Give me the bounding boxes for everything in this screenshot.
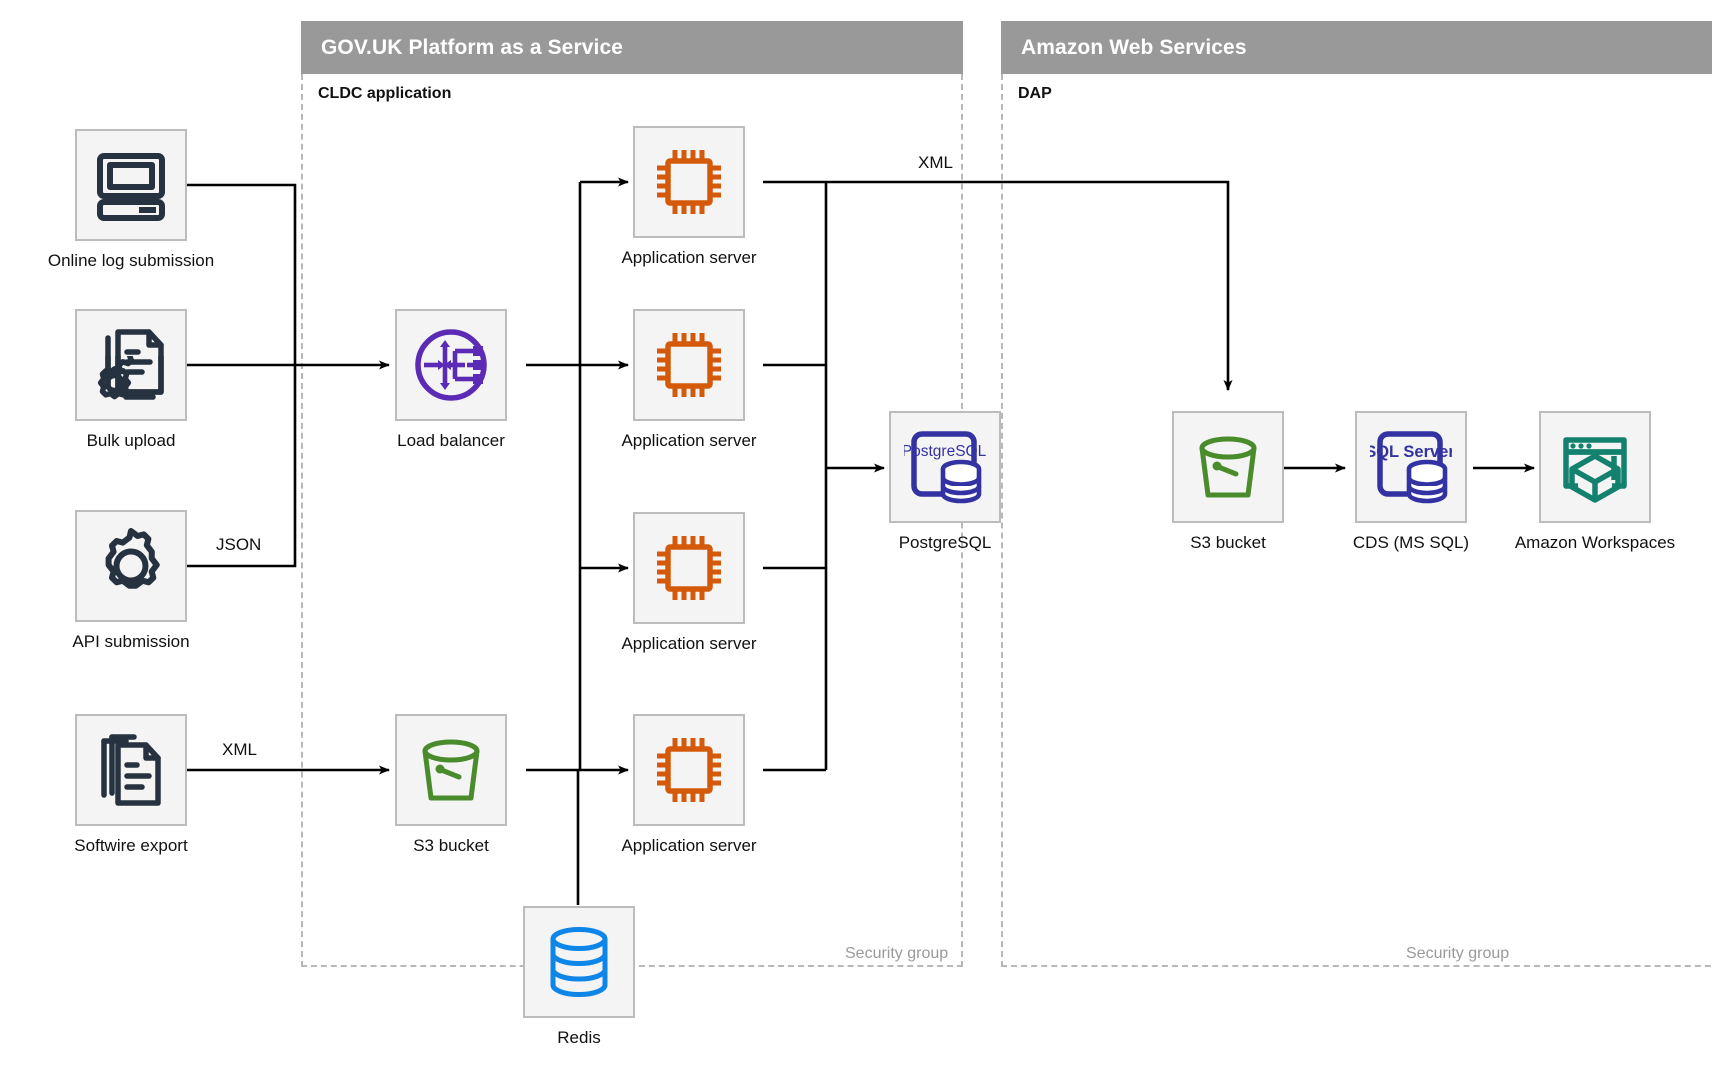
node-amazon-workspaces[interactable]: Amazon Workspaces xyxy=(1515,411,1675,552)
node-redis[interactable]: Redis xyxy=(523,906,635,1047)
node-icon-frame xyxy=(75,510,187,622)
node-icon-frame xyxy=(1539,411,1651,523)
amazon-workspaces-icon xyxy=(1563,437,1627,503)
node-icon-frame xyxy=(523,906,635,1018)
node-icon-frame xyxy=(75,129,187,241)
s3-bucket-icon xyxy=(422,739,480,801)
cpu-chip-icon xyxy=(657,150,721,214)
node-icon-frame xyxy=(633,714,745,826)
node-application-server-2[interactable]: Application server xyxy=(621,309,757,450)
zone-body-aws xyxy=(1001,74,1712,967)
redis-database-icon xyxy=(550,927,608,997)
node-label: Amazon Workspaces xyxy=(1514,533,1676,552)
node-postgresql[interactable]: PostgreSQL PostgreSQL xyxy=(889,411,1001,552)
node-icon-frame xyxy=(75,309,187,421)
node-load-balancer[interactable]: Load balancer xyxy=(395,309,507,450)
edge-label-json: JSON xyxy=(216,535,262,554)
s3-bucket-icon xyxy=(1199,436,1257,498)
node-label: Load balancer xyxy=(397,431,505,450)
load-balancer-icon xyxy=(415,329,487,401)
node-application-server-1[interactable]: Application server xyxy=(621,126,757,267)
node-label: Application server xyxy=(621,248,757,267)
node-s3-bucket-aws[interactable]: S3 bucket xyxy=(1172,411,1284,552)
document-gear-icon xyxy=(92,326,170,400)
security-group-label-aws: Security group xyxy=(1406,945,1510,962)
zone-title-paas: GOV.UK Platform as a Service xyxy=(321,35,623,59)
zone-header-aws: Amazon Web Services xyxy=(1001,21,1712,74)
node-label: API submission xyxy=(72,632,190,651)
cpu-chip-icon xyxy=(657,738,721,802)
cpu-chip-icon xyxy=(657,536,721,600)
documents-stack-icon xyxy=(101,734,161,806)
node-icon-frame: PostgreSQL xyxy=(889,411,1001,523)
zone-header-paas: GOV.UK Platform as a Service xyxy=(301,21,963,74)
node-icon-frame xyxy=(395,714,507,826)
node-icon-frame xyxy=(1172,411,1284,523)
edge-label-xml-softwire: XML xyxy=(222,740,257,759)
node-icon-frame xyxy=(75,714,187,826)
node-icon-frame xyxy=(395,309,507,421)
node-label: CDS (MS SQL) xyxy=(1352,533,1470,552)
sub-label-dap: DAP xyxy=(1018,85,1052,102)
zone-body-paas xyxy=(301,74,963,967)
node-label: Online log submission xyxy=(47,251,215,270)
node-label: PostgreSQL xyxy=(898,533,992,552)
svg-text:PostgreSQL: PostgreSQL xyxy=(904,443,986,460)
node-softwire-export[interactable]: Softwire export xyxy=(74,714,188,855)
security-group-label-paas: Security group xyxy=(845,945,949,962)
node-label: Softwire export xyxy=(74,836,188,855)
sub-label-cldc: CLDC application xyxy=(318,85,452,102)
node-label: S3 bucket xyxy=(413,836,489,855)
desktop-computer-icon xyxy=(97,153,165,221)
edge-label-xml-to-aws: XML xyxy=(918,153,953,172)
node-icon-frame: SQL Server xyxy=(1355,411,1467,523)
node-application-server-3[interactable]: Application server xyxy=(621,512,757,653)
node-application-server-4[interactable]: Application server xyxy=(621,714,757,855)
node-bulk-upload[interactable]: Bulk upload xyxy=(75,309,187,450)
node-label: Redis xyxy=(557,1028,601,1047)
postgresql-icon: PostgreSQL xyxy=(904,431,986,504)
sql-server-icon: SQL Server xyxy=(1370,431,1452,504)
zone-title-aws: Amazon Web Services xyxy=(1021,35,1247,59)
node-label: Application server xyxy=(621,634,757,653)
node-label: S3 bucket xyxy=(1190,533,1266,552)
gear-icon xyxy=(105,528,160,589)
svg-text:SQL Server: SQL Server xyxy=(1370,443,1452,461)
node-label: Bulk upload xyxy=(86,431,176,450)
node-s3-bucket-paas[interactable]: S3 bucket xyxy=(395,714,507,855)
node-label: Application server xyxy=(621,836,757,855)
node-icon-frame xyxy=(633,512,745,624)
cpu-chip-icon xyxy=(657,333,721,397)
node-api-submission[interactable]: API submission xyxy=(72,510,190,651)
node-online-log-submission[interactable]: Online log submission xyxy=(48,129,214,270)
node-icon-frame xyxy=(633,126,745,238)
node-icon-frame xyxy=(633,309,745,421)
node-label: Application server xyxy=(621,431,757,450)
node-cds-ms-sql[interactable]: SQL Server CDS (MS SQL) xyxy=(1353,411,1469,552)
